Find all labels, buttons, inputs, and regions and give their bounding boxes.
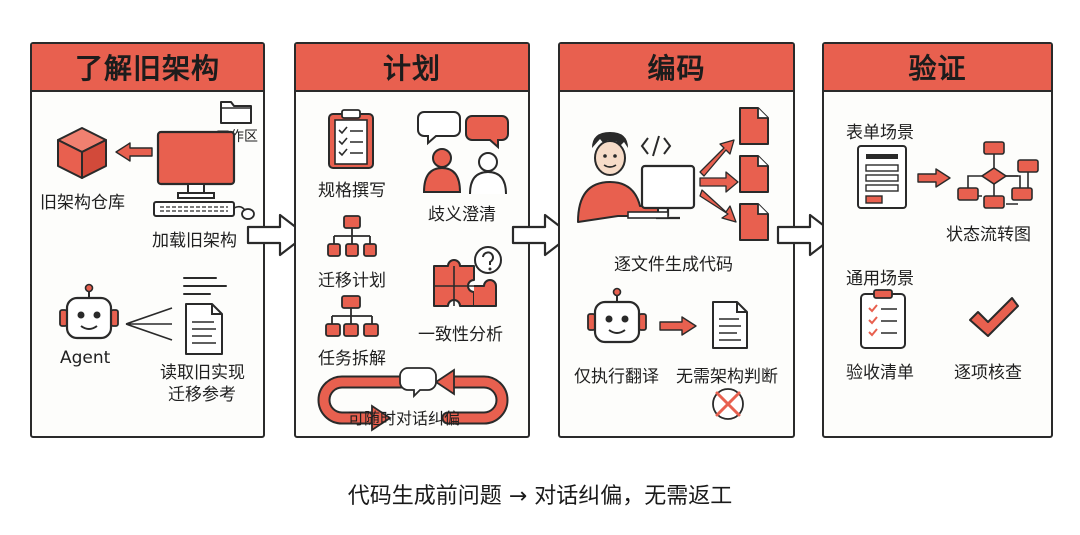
stage-arrow-1 [246,213,308,257]
acceptance-checklist-icon [860,289,906,349]
agent-label: Agent [60,348,111,368]
document-icon [185,303,223,355]
robot-agent-icon [59,283,119,340]
translate-arrow [659,316,697,336]
panel-title: 计划 [296,44,528,92]
form-scene-label: 表单场景 [846,123,914,143]
text-lines-icon [183,277,227,295]
load-old-label: 加载旧架构 [152,231,237,251]
generated-file-icon-2 [739,155,769,193]
panel-verify: 验证 表单场景 状态流转图 通用场景 验收清单 逐项核查 [822,42,1053,438]
old-repo-label: 旧架构仓库 [40,193,125,213]
per-file-label: 逐文件生成代码 [614,255,733,275]
state-flow-label: 状态流转图 [946,225,1031,245]
people-discussion-icon [417,111,509,195]
fanout-arrows [699,139,739,223]
hierarchy-tree-icon [327,215,377,257]
no-arch-judgement-label: 无需架构判断 [676,367,778,387]
feedback-loop-arrows-icon [317,367,509,432]
consistency-label: 一致性分析 [418,325,503,345]
state-flow-diagram-icon [957,141,1039,209]
general-scene-label: 通用场景 [846,269,914,289]
panel-title: 验证 [824,44,1051,92]
bottom-caption: 代码生成前问题 → 对话纠偏，无需返工 [347,484,733,509]
task-split-label: 任务拆解 [318,349,386,369]
panel-plan: 计划 规格撰写 歧义澄清 迁移计划 一致性分析 [294,42,530,438]
clarify-label: 歧义澄清 [428,205,496,225]
correct-anytime-label: 可随时对话纠偏 [348,409,461,428]
generated-file-icon-1 [739,107,769,145]
panel-title: 了解旧架构 [32,44,263,92]
check-mark-icon [969,297,1019,337]
spec-label: 规格撰写 [318,181,386,201]
read-ref-label-1: 读取旧实现 [160,363,245,383]
item-check-label: 逐项核查 [954,363,1022,383]
read-ref-label-2: 迁移参考 [168,385,236,405]
puzzle-question-icon [433,246,502,307]
panel-title: 编码 [560,44,793,92]
checklist-label: 验收清单 [846,363,914,383]
only-translate-label: 仅执行翻译 [574,367,659,387]
output-document-icon [712,301,748,349]
panel-understand-old-arch: 了解旧架构 工作区 旧架构仓库 加载旧架构 Agent [30,42,265,438]
crossed-out-icon [712,388,744,420]
task-tree-icon [325,295,379,337]
robot-translator-icon [587,287,647,344]
panel-coding: 编码 逐文件生成代码 [558,42,795,438]
repository-cube-icon [57,127,107,179]
clipboard-checklist-icon [328,109,374,169]
generated-file-icon-3 [739,203,769,241]
developer-coding-icon [577,132,696,223]
reading-rays [125,307,173,341]
migration-plan-label: 迁移计划 [318,271,386,291]
flow-arrow-to-repo [115,142,153,162]
form-document-icon [857,145,907,209]
folder-icon [220,101,252,124]
form-to-flow-arrow [917,168,951,188]
desktop-computer-icon [153,130,255,220]
